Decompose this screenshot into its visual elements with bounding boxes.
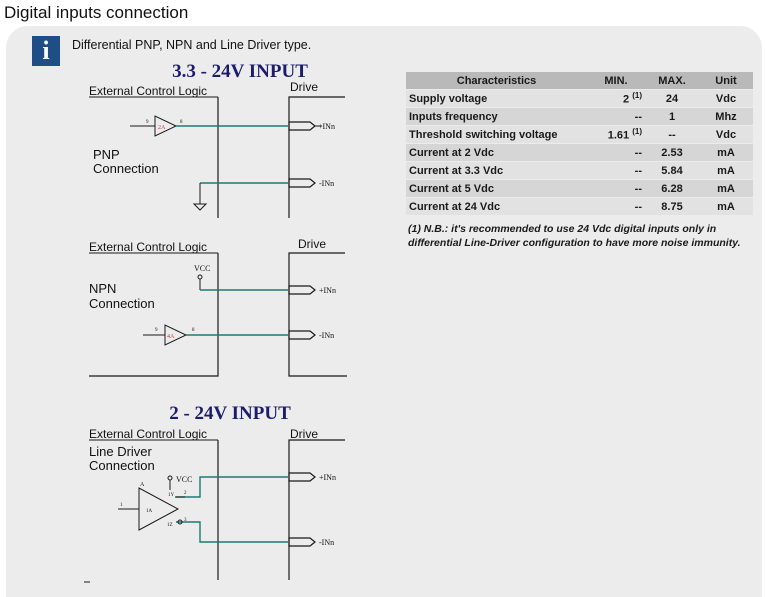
svg-text:1Z: 1Z [167, 523, 173, 528]
pnp-diagram: External Control Logic Drive PNP Connect… [89, 80, 345, 218]
svg-text:-INn: -INn [319, 538, 334, 547]
buffer-gate [154, 115, 178, 137]
svg-text:A: A [140, 482, 145, 488]
ground-symbol [192, 203, 208, 211]
svg-text:Line Driver: Line Driver [89, 444, 153, 459]
table-row: Inputs frequency -- 1 Mhz [406, 107, 753, 126]
table-row: Current at 5 Vdc -- 6.28 mA [406, 179, 753, 198]
svg-text:1: 1 [120, 503, 123, 508]
heading-2-24v: 2 - 24V INPUT [169, 403, 291, 424]
svg-text:2A: 2A [158, 125, 166, 131]
svg-text:+INn: +INn [318, 122, 335, 131]
table-row: Threshold switching voltage 1.61 (1) -- … [406, 125, 753, 144]
line-driver-diagram: External Control Logic Drive Line Driver… [84, 427, 345, 583]
info-icon: i [32, 36, 60, 66]
heading-3v3-24v: 3.3 - 24V INPUT [172, 61, 308, 82]
info-text: Differential PNP, NPN and Line Driver ty… [72, 38, 312, 52]
table-row: Current at 24 Vdc -- 8.75 mA [406, 197, 753, 216]
svg-text:8: 8 [180, 120, 183, 125]
svg-text:External Control Logic: External Control Logic [89, 427, 207, 441]
pnp-label: PNP [93, 147, 120, 162]
pnp-label-2: Connection [93, 161, 159, 176]
svg-text:4A: 4A [167, 334, 175, 340]
svg-text:+INn: +INn [319, 286, 336, 295]
svg-text:9: 9 [146, 120, 149, 125]
svg-text:+INn: +INn [319, 473, 336, 482]
svg-text:VCC: VCC [194, 264, 210, 273]
svg-text:8: 8 [192, 328, 195, 333]
svg-text:-INn: -INn [319, 331, 334, 340]
svg-text:-INn: -INn [319, 179, 334, 188]
characteristics-table: Characteristics MIN. MAX. Unit Supply vo… [406, 72, 753, 216]
table-row: Supply voltage 2 (1) 24 Vdc [406, 89, 753, 108]
table-footnote: (1) N.B.: it's recommended to use 24 Vdc… [408, 223, 741, 249]
svg-text:9: 9 [155, 328, 158, 333]
svg-text:1A: 1A [146, 509, 153, 514]
svg-text:Connection: Connection [89, 458, 155, 473]
svg-text:External Control Logic: External Control Logic [89, 240, 207, 254]
table-row: Current at 3.3 Vdc -- 5.84 mA [406, 161, 753, 180]
svg-text:1Y: 1Y [168, 493, 175, 498]
svg-text:Connection: Connection [89, 296, 155, 311]
svg-text:Drive: Drive [298, 237, 326, 251]
table-row: Current at 2 Vdc -- 2.53 mA [406, 143, 753, 162]
svg-text:NPN: NPN [89, 281, 116, 296]
drive-label: Drive [290, 80, 318, 94]
svg-text:3: 3 [184, 518, 187, 523]
table-header: Characteristics MIN. MAX. Unit [406, 72, 753, 90]
section-title: Digital inputs connection [4, 3, 189, 22]
svg-text:VCC: VCC [176, 475, 192, 484]
npn-diagram: External Control Logic Drive VCC NPN Con… [89, 237, 347, 377]
ext-logic-label: External Control Logic [89, 84, 207, 98]
svg-text:Drive: Drive [290, 427, 318, 441]
svg-text:2: 2 [184, 491, 187, 496]
